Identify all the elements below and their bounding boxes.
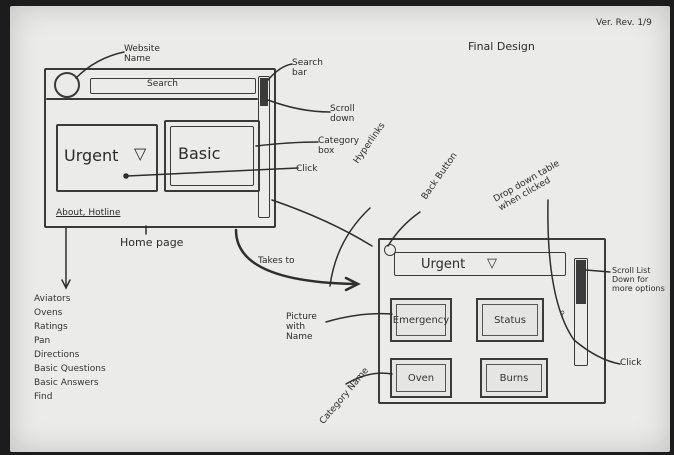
arrow-website-name xyxy=(76,52,124,78)
arrow-takes-to xyxy=(236,230,356,284)
arrow-scroll xyxy=(268,100,330,112)
arrow-picture-with-name xyxy=(326,314,392,322)
click-dot xyxy=(124,174,128,178)
arrow-hyperlink xyxy=(330,208,370,286)
arrow-category-box xyxy=(256,142,318,146)
arrow-back-button xyxy=(388,212,420,246)
arrow-category-name xyxy=(346,373,392,384)
arrow-drop-down xyxy=(548,200,620,364)
arrow-scroll-list xyxy=(586,270,610,272)
arrow-click xyxy=(126,168,298,176)
arrow-search-bar xyxy=(268,64,292,80)
